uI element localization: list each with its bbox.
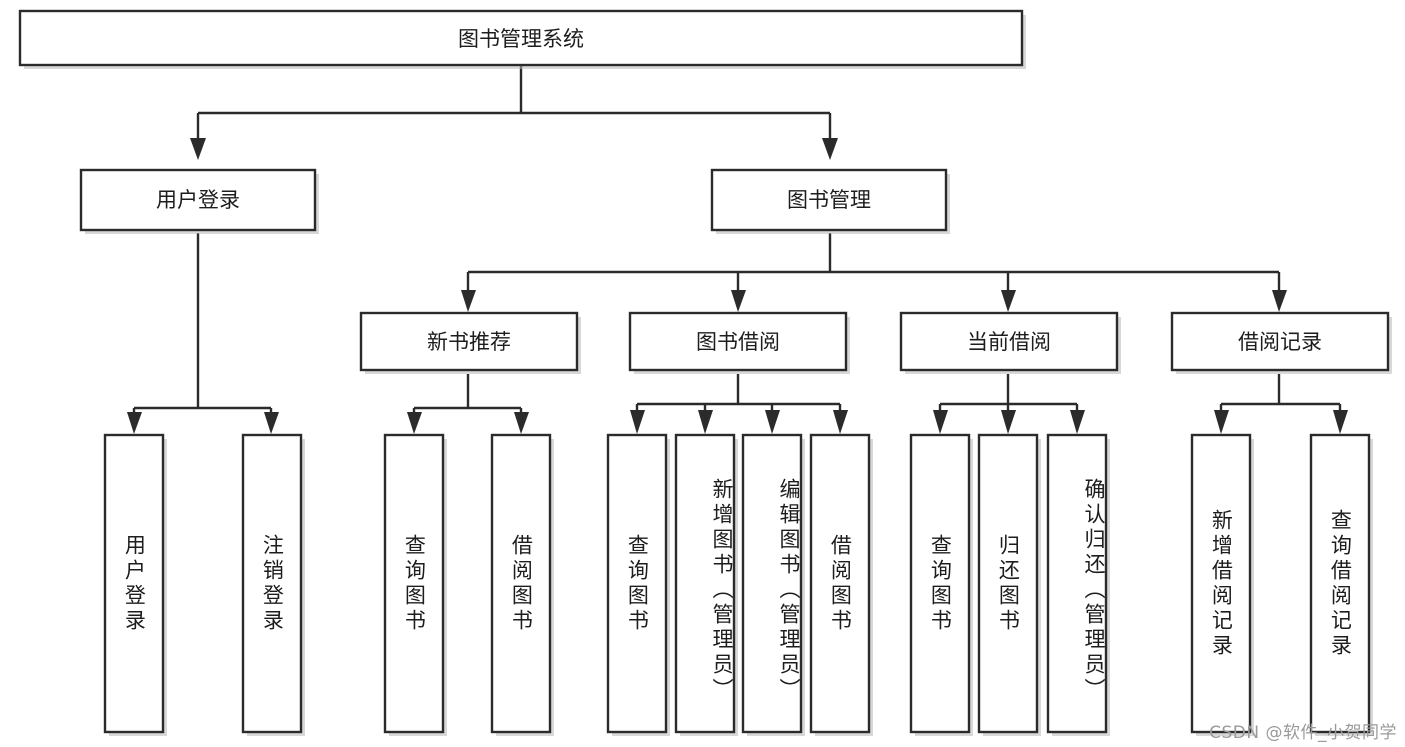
current-borrow-box[interactable]: [899, 311, 1119, 372]
csdn-watermark: CSDN @软件_小贺同学: [1209, 723, 1397, 743]
arrowhead-cb-leaf-2: [1001, 410, 1016, 434]
root-box[interactable]: [18, 9, 1024, 67]
user-login-box[interactable]: [79, 168, 317, 232]
user-login-label: 用户登录: [156, 188, 240, 212]
book-management-label: 图书管理: [787, 188, 871, 212]
leaf-box-bb-edit[interactable]: [741, 433, 803, 734]
leaf-box-bb-borrow[interactable]: [809, 433, 871, 734]
leaf-box-bb-query[interactable]: [606, 433, 668, 734]
node-book-management[interactable]: 图书管理: [710, 168, 950, 234]
book-management-box[interactable]: [710, 168, 948, 232]
connector-root-to-level2: [190, 66, 838, 160]
node-current-borrow[interactable]: 当前借阅: [899, 311, 1121, 374]
arrowhead-bb-leaf-1: [630, 410, 645, 434]
current-borrow-label: 当前借阅: [967, 330, 1051, 354]
leaf-group-book-borrow: [606, 433, 873, 736]
connector-current-borrow-to-leaves: [933, 374, 1085, 434]
leaf-box-logout[interactable]: [241, 433, 303, 734]
node-root[interactable]: 图书管理系统: [18, 9, 1026, 69]
book-borrow-label: 图书借阅: [696, 330, 780, 354]
leaf-box-cb-confirm[interactable]: [1046, 433, 1108, 734]
book-borrow-box[interactable]: [628, 311, 848, 372]
root-label: 图书管理系统: [458, 27, 584, 51]
leaf-box-cb-return[interactable]: [977, 433, 1039, 734]
arrowhead-leaf-logout: [264, 412, 279, 434]
arrowhead-bb-leaf-4: [833, 410, 848, 434]
connector-book-management-to-level3: [461, 233, 1287, 312]
leaf-group-user-login: [103, 433, 305, 736]
arrowhead-nb-leaf-1: [407, 412, 422, 434]
arrowhead-current-borrow: [1001, 290, 1016, 312]
node-book-borrow[interactable]: 图书借阅: [628, 311, 850, 374]
leaf-group-current-borrow: [909, 433, 1110, 736]
connector-borrow-record-to-leaves: [1214, 374, 1348, 434]
arrowhead-bb-leaf-3: [765, 410, 780, 434]
arrowhead-borrow-record: [1272, 290, 1287, 312]
leaf-box-bb-add[interactable]: [674, 433, 736, 734]
node-new-book-recommend[interactable]: 新书推荐: [359, 311, 581, 374]
leaf-box-nb-borrow[interactable]: [490, 433, 552, 734]
leaf-box-br-query[interactable]: [1309, 433, 1371, 734]
arrowhead-br-leaf-2: [1333, 410, 1348, 434]
node-user-login[interactable]: 用户登录: [79, 168, 319, 234]
arrowhead-leaf-user-login: [127, 412, 142, 434]
node-borrow-record[interactable]: 借阅记录: [1170, 311, 1392, 374]
connector-new-book-to-leaves: [407, 374, 529, 434]
connector-user-login-to-leaves: [127, 233, 279, 434]
arrowhead-br-leaf-1: [1214, 410, 1229, 434]
arrowhead-nb-leaf-2: [514, 412, 529, 434]
arrowhead-book-management: [822, 138, 838, 160]
arrowhead-bb-leaf-2: [698, 410, 713, 434]
leaf-box-cb-query[interactable]: [909, 433, 971, 734]
new-book-label: 新书推荐: [427, 330, 511, 354]
borrow-record-label: 借阅记录: [1238, 330, 1322, 354]
leaf-box-nb-query[interactable]: [383, 433, 445, 734]
connector-book-borrow-to-leaves: [630, 374, 848, 434]
arrowhead-book-borrow: [731, 290, 746, 312]
borrow-record-box[interactable]: [1170, 311, 1390, 372]
new-book-box[interactable]: [359, 311, 579, 372]
arrowhead-cb-leaf-1: [933, 410, 948, 434]
leaf-box-br-add[interactable]: [1190, 433, 1252, 734]
arrowhead-new-book: [461, 290, 476, 312]
leaf-box-user-login[interactable]: [103, 433, 165, 734]
arrowhead-cb-leaf-3: [1070, 410, 1085, 434]
leaf-group-new-book-recommend: [383, 433, 554, 736]
arrowhead-user-login: [190, 138, 206, 160]
leaf-group-borrow-record: [1190, 433, 1373, 736]
